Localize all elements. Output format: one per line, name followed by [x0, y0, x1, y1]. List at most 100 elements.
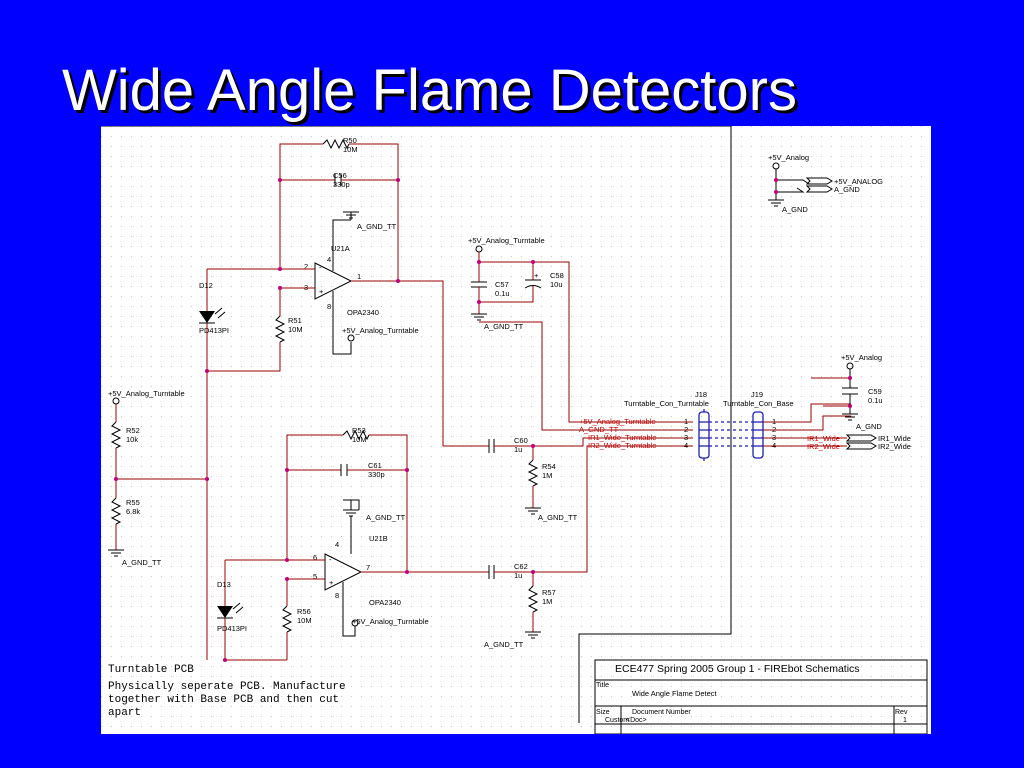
title-block: ECE477 Spring 2005 Group 1 - FIREbot Sch…	[594, 659, 928, 734]
pin-label: 4	[684, 441, 688, 450]
vsup-label: +5V_Analog	[841, 353, 882, 362]
wire	[369, 434, 408, 572]
opamp-plus: +	[329, 578, 334, 587]
j19-name: Turntable_Con_Base	[723, 399, 794, 408]
gnd-port-arrow	[805, 185, 833, 193]
wire	[349, 143, 399, 281]
pin-label: 1	[684, 417, 688, 426]
vsup-label: +5V_Analog_Turntable	[468, 236, 545, 245]
c60-value: 1u	[514, 445, 522, 454]
net-label: IR1_Wide_Turntable	[588, 433, 657, 442]
junction-dot	[278, 178, 282, 182]
r57-ref: R57	[542, 588, 556, 597]
gnd-label: A_GND_TT	[484, 640, 524, 649]
port-label: A_GND	[834, 185, 860, 194]
junction-dot	[774, 178, 778, 182]
pcb-note: Turntable PCB Physically seperate PCB. M…	[108, 664, 346, 719]
c58-ref: C58	[550, 271, 564, 280]
j19-pins	[753, 421, 763, 447]
pin-label: 1	[357, 272, 361, 281]
pin-label: 2	[684, 425, 688, 434]
slide-title: Wide Angle Flame Detectors	[62, 58, 797, 123]
junction-dot	[285, 468, 289, 472]
net-label: IR1_Wide	[807, 434, 840, 443]
junction-dot	[405, 570, 409, 574]
r50-ref: R50	[343, 136, 357, 145]
r54-ref: R54	[542, 462, 556, 471]
wire	[332, 291, 352, 355]
wire	[332, 219, 351, 271]
ground-symbol	[768, 199, 784, 207]
net-label: IR2_Wide	[807, 442, 840, 451]
junction-dot	[531, 260, 535, 264]
note-line: apart	[108, 707, 141, 719]
c57-value: 0.1u	[495, 289, 510, 298]
c56-ref: C56	[333, 171, 347, 180]
gnd-label: A_GND_TT	[357, 222, 397, 231]
opamp-part: OPA2340	[347, 308, 379, 317]
ground-symbol	[525, 631, 541, 639]
schematic-sheet: R50 10M C56 330p A_GND_TT - + U21A 2 3 1…	[101, 126, 931, 734]
port-label: IR1_Wide	[878, 434, 911, 443]
r50-resistor	[322, 138, 350, 150]
junction-dot	[114, 477, 118, 481]
c60-ref: C60	[514, 436, 528, 445]
r53-resistor	[342, 429, 370, 441]
pin-label: 4	[335, 540, 339, 549]
c61-ref: C61	[368, 461, 382, 470]
pin-label: 4	[327, 255, 331, 264]
size-value: Custom	[605, 717, 629, 724]
r54-resistor	[527, 459, 539, 487]
d13-ref: D13	[217, 580, 231, 589]
junction-dot	[477, 260, 481, 264]
light-arrows	[232, 602, 244, 614]
pin-label: 2	[304, 262, 308, 271]
pin-label: 8	[327, 302, 331, 311]
r56-value: 10M	[297, 616, 312, 625]
wire	[286, 434, 343, 560]
divider-network: +5V_Analog_Turntable R52 10k R55 6.8k A_…	[108, 371, 208, 660]
turntable-pcb-boundary	[101, 126, 732, 723]
d12-part: PD413PI	[199, 326, 229, 335]
sheet-title: Wide Angle Flame Detect	[632, 689, 718, 698]
gnd-label: A_GND_TT	[484, 322, 524, 331]
junction-dot	[278, 267, 282, 271]
r53-value: 10M	[352, 435, 367, 444]
r52-value: 10k	[126, 435, 138, 444]
c62-value: 1u	[514, 571, 522, 580]
opamp-minus: -	[319, 263, 322, 272]
c62-ref: C62	[514, 562, 528, 571]
r50-value: 10M	[343, 145, 358, 154]
gnd-label: A_GND	[856, 422, 882, 431]
junction-dot	[531, 570, 535, 574]
c61-value: 330p	[368, 470, 385, 479]
pin-label: 6	[313, 553, 317, 562]
r51-resistor	[274, 315, 286, 343]
junction-dot	[396, 178, 400, 182]
gnd-label: A_GND_TT	[538, 513, 578, 522]
c58-value: 10u	[550, 280, 563, 289]
wire	[351, 280, 444, 446]
junction-dot	[205, 477, 209, 481]
junction-dot	[848, 404, 852, 408]
junction-dot	[477, 300, 481, 304]
wire	[279, 143, 323, 269]
c59-ref: C59	[868, 387, 882, 396]
gnd-label: A_GND_TT	[122, 558, 162, 567]
pin-label: 8	[335, 591, 339, 600]
d13-photodiode	[217, 606, 233, 618]
vsup-label: +5V_Analog_Turntable	[342, 326, 419, 335]
power-terminal	[347, 334, 355, 342]
d12-ref: D12	[199, 281, 213, 290]
wire	[479, 321, 591, 431]
ground-symbol	[471, 313, 487, 321]
wire	[479, 286, 534, 303]
junction-dot	[396, 279, 400, 283]
j19-ref: J19	[751, 390, 763, 399]
power-terminal	[351, 619, 359, 627]
c58-capacitor	[524, 279, 542, 289]
u21a-ref: U21A	[331, 244, 350, 253]
r55-resistor	[110, 497, 122, 525]
rev-label: Rev	[895, 709, 908, 716]
d13-part: PD413PI	[217, 624, 247, 633]
